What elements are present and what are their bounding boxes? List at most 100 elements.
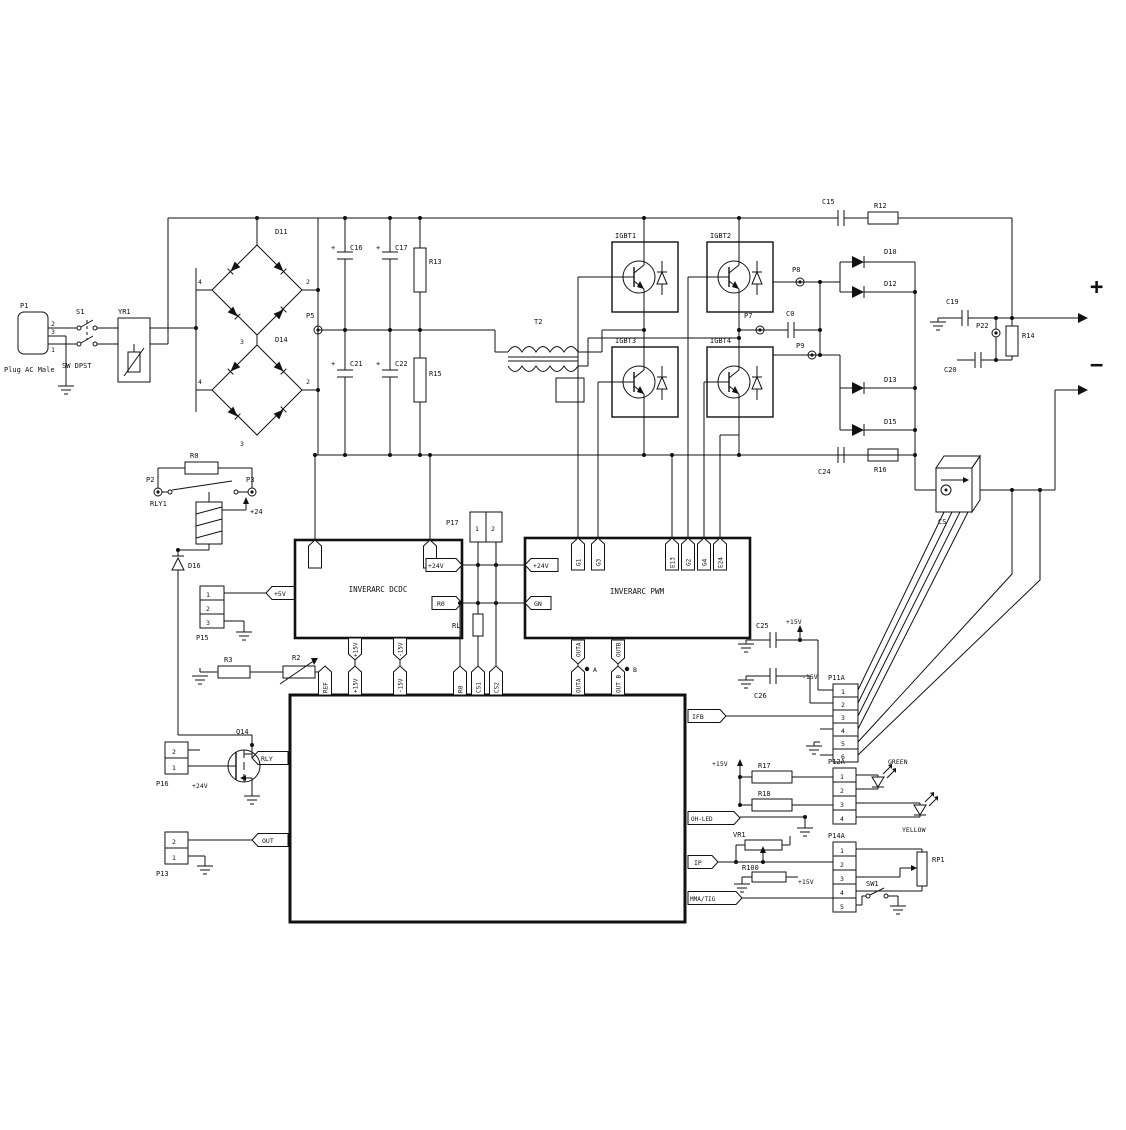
switch-s1: S1 SW DPST (60, 308, 118, 370)
label-d12: D12 (884, 280, 897, 288)
pwm-pin-g1: G1 (576, 558, 583, 566)
label-d11-pin3: 3 (240, 338, 244, 346)
label-p11a: P11A (828, 674, 846, 682)
label-yr1: YR1 (118, 308, 131, 316)
main-control-board: REF +15V -15V R0 CS1 CS2 OUTA OUT B RLY … (251, 665, 833, 924)
inverarc-dcdc-block: INVERARC DCDC +24V R0 +15V -15V (293, 455, 464, 666)
pwm-pin-24v: +24V (533, 562, 549, 570)
inverarc-pwm-block: INVERARC PWM +24V GN G1 G3 E13 G2 G4 E24… (523, 536, 752, 674)
label-d11-pin2: 2 (306, 278, 310, 286)
positive-terminal: + (1090, 275, 1103, 300)
label-p9: P9 (796, 342, 804, 350)
p11a-pin5: 5 (841, 740, 845, 748)
testpoint-a: A (593, 666, 597, 674)
label-c17: C17 (395, 244, 408, 252)
igbt4: IGBT4 (706, 337, 774, 418)
label-r15: R15 (429, 370, 442, 378)
label-p5: P5 (306, 312, 314, 320)
ground-plug-icon (58, 385, 74, 395)
p12a-pin1: 1 (840, 773, 844, 781)
p11a-pin3: 3 (841, 714, 845, 722)
label-d13: D13 (884, 376, 897, 384)
main-pin-ip: IP (694, 859, 702, 867)
dcdc-pin-p15v: +15V (353, 642, 360, 657)
pwm-title: INVERARC PWM (610, 587, 665, 596)
label-r13: R13 (429, 258, 442, 266)
main-pin-m15v: -15V (398, 678, 405, 693)
pwm-pin-outb: OUTB (616, 642, 623, 657)
label-yellow: YELLOW (902, 826, 926, 834)
label-green: GREEN (888, 758, 908, 766)
negative-terminal: − (1090, 353, 1103, 378)
p14a-pin3: 3 (840, 875, 844, 883)
connector-p12a: 1 2 3 4 P12A (828, 758, 857, 825)
label-vr1: VR1 (733, 831, 746, 839)
label-r16: R16 (874, 466, 887, 474)
label-igbt4: IGBT4 (710, 337, 731, 345)
p15-pin2: 2 (206, 605, 210, 613)
p11a-pin2: 2 (841, 701, 845, 709)
label-p1-pin2: 2 (51, 320, 55, 328)
label-d11: D11 (275, 228, 288, 236)
label-c25: C25 (756, 622, 769, 630)
gate-wires (577, 276, 739, 538)
label-c16: C16 (350, 244, 363, 252)
label-c26: C26 (754, 692, 767, 700)
label-rp1: RP1 (932, 856, 945, 864)
label-d14-pin3: 3 (240, 440, 244, 448)
resistor-r15: R15 (413, 330, 442, 455)
label-r100-15v: +15V (798, 878, 814, 886)
label-d14-pin4: 4 (198, 378, 202, 386)
cap-c21: + C21 (331, 330, 363, 455)
connector-p15: 1 2 3 P15 +5V (196, 585, 296, 642)
label-q14: Q14 (236, 728, 249, 736)
led-drive: +15V R17 R18 (712, 759, 833, 837)
main-pin-cs2: CS2 (494, 682, 501, 693)
diode-d13: D13 (840, 376, 915, 394)
label-r100: R100 (742, 864, 759, 872)
label-p1: P1 (20, 302, 28, 310)
label-d14-pin2: 2 (306, 378, 310, 386)
label-p1-pin3: 3 (51, 328, 55, 336)
main-pin-cs1: CS1 (476, 682, 483, 693)
main-pin-out: OUT (262, 837, 274, 845)
phase-nodes: P7 C0 P8 P9 (739, 266, 840, 360)
label-plus15v-supply: +15V (786, 618, 802, 626)
p13-pin2: 2 (172, 838, 176, 846)
label-r3: R3 (224, 656, 232, 664)
label-r18: R18 (758, 790, 771, 798)
cap-c17: + C17 (376, 218, 408, 330)
label-c24: C24 (818, 468, 831, 476)
label-c22-plus: + (376, 360, 380, 368)
label-p15: P15 (196, 634, 209, 642)
label-p14a: P14A (828, 832, 846, 840)
testpoint-b: B (633, 666, 637, 674)
main-pin-outa: OUTA (576, 678, 583, 693)
label-r17: R17 (758, 762, 771, 770)
p11a-pin1: 1 (841, 688, 845, 696)
label-cs: CS (938, 518, 946, 526)
p12a-pin4: 4 (840, 815, 844, 823)
label-p13: P13 (156, 870, 169, 878)
label-s1: S1 (76, 308, 84, 316)
label-p12a: P12A (828, 758, 846, 766)
pwm-pin-gn: GN (534, 600, 542, 608)
label-d14: D14 (275, 336, 288, 344)
label-plus24: +24 (250, 508, 263, 516)
igbt1: IGBT1 (611, 232, 679, 313)
p15-pin1: 1 (206, 591, 210, 599)
connector-p16: 2 1 P16 +24V (156, 741, 208, 790)
label-c21-plus: + (331, 360, 335, 368)
dc-bus: P5 (168, 217, 915, 456)
dcdc-pin-24v: +24V (428, 562, 444, 570)
connector-p17: 1 2 P17 RL (446, 511, 525, 666)
dcdc-title: INVERARC DCDC (349, 585, 408, 594)
label-c19: C19 (946, 298, 959, 306)
label-r0: R0 (190, 452, 198, 460)
label-p2: P2 (146, 476, 154, 484)
label-r17-15v: +15V (712, 760, 728, 768)
snubber-bottom: C24 R16 (818, 262, 916, 490)
main-pin-r0: R0 (458, 685, 465, 693)
label-p17: P17 (446, 519, 459, 527)
